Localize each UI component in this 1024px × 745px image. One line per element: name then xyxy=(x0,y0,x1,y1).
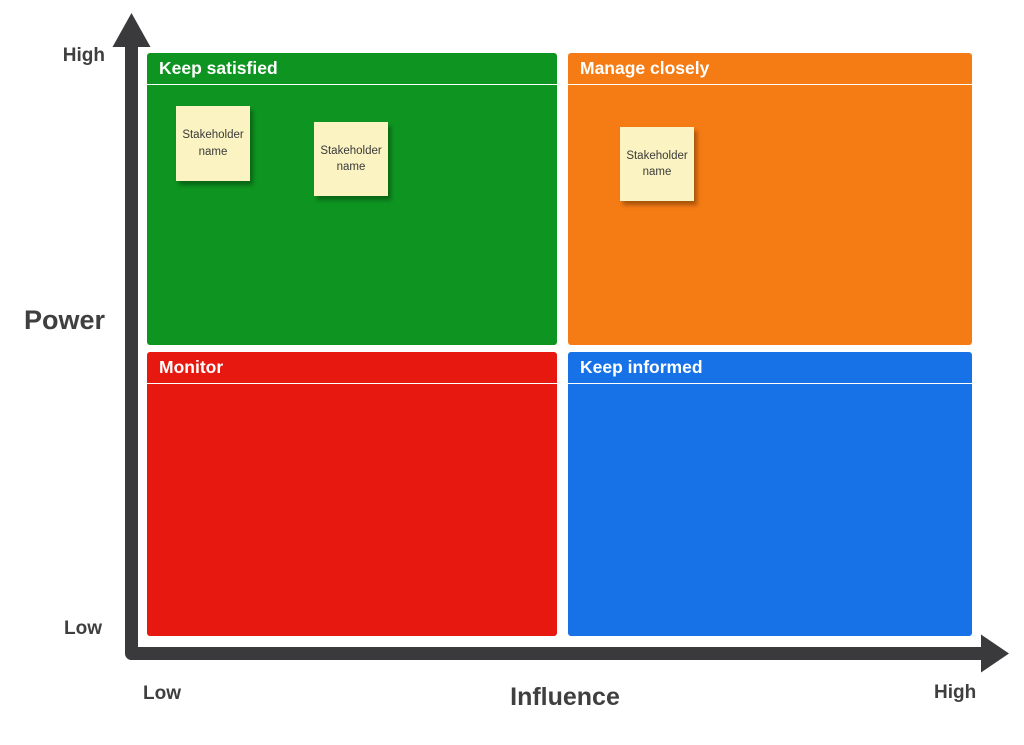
y-axis-arrowhead-icon xyxy=(112,13,151,47)
x-axis-low-label: Low xyxy=(143,683,181,704)
quadrant-keep-informed: Keep informed xyxy=(568,352,972,636)
quadrant-manage-closely-title: Manage closely xyxy=(568,53,972,85)
quadrant-keep-informed-title: Keep informed xyxy=(568,352,972,384)
sticky-note: Stakeholder name xyxy=(314,122,388,196)
y-axis-low-label: Low xyxy=(64,618,102,639)
quadrant-keep-satisfied: Keep satisfied xyxy=(147,53,557,345)
sticky-note: Stakeholder name xyxy=(176,106,250,181)
quadrant-keep-satisfied-title: Keep satisfied xyxy=(147,53,557,85)
quadrant-monitor-body xyxy=(147,385,557,636)
quadrant-monitor-title: Monitor xyxy=(147,352,557,384)
x-axis-high-label: High xyxy=(934,682,977,703)
sticky-note: Stakeholder name xyxy=(620,127,694,201)
quadrant-monitor: Monitor xyxy=(147,352,557,636)
x-axis-title: Influence xyxy=(510,683,620,711)
x-axis-arrowhead-icon xyxy=(981,634,1009,673)
quadrant-manage-closely-body xyxy=(568,86,972,345)
y-axis-title: Power xyxy=(24,305,106,335)
y-axis-high-label: High xyxy=(62,45,105,66)
axis-line xyxy=(125,44,984,660)
quadrant-keep-informed-body xyxy=(568,385,972,636)
